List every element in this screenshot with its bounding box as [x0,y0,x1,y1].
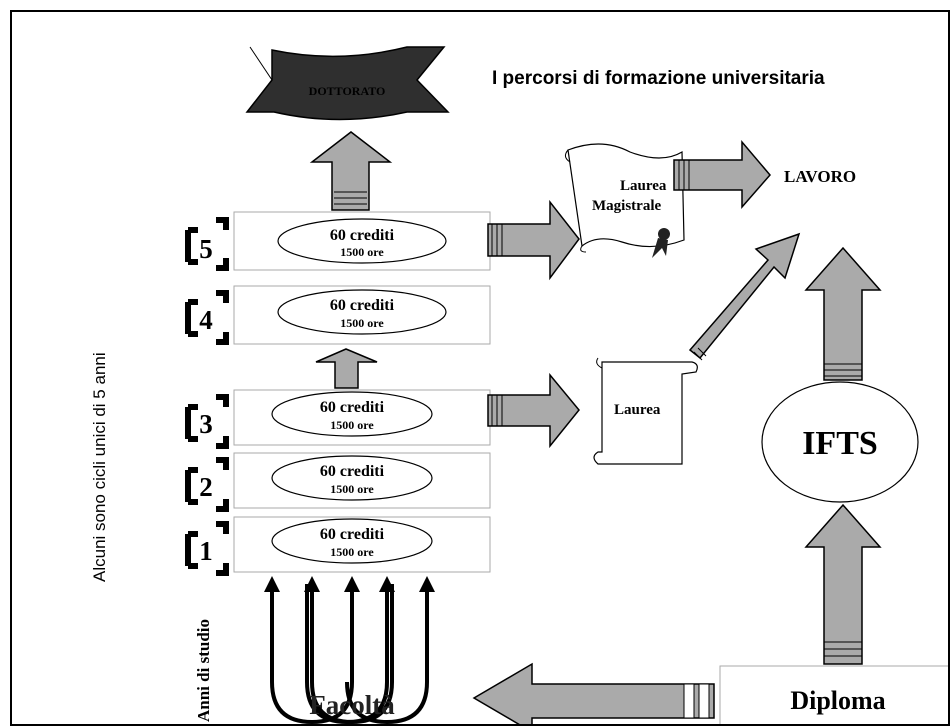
year-2-credits: 60 crediti [320,463,385,480]
arrow-year3-to-year4 [315,348,378,389]
diagram-title: I percorsi di formazione universitaria [492,68,825,89]
laurea-scroll: Laurea [593,357,698,465]
year-3-credits: 60 crediti [320,399,385,416]
year-4-label: 4 [199,305,213,335]
year-2-hours: 1500 ore [330,482,374,496]
arrow-diploma-to-faculty [472,662,715,724]
diploma-box: Diploma [719,665,948,724]
arrow-to-laurea [487,372,580,449]
year-number-3: 3 [185,394,229,449]
year-box-4: 60 crediti 1500 ore [233,285,491,345]
faculty-label: Facoltà [309,690,395,720]
diploma-label: Diploma [790,686,885,715]
year-number-4: 4 [185,290,229,345]
year-5-credits: 60 crediti [330,227,395,244]
year-number-1: 1 [185,521,229,576]
laurea-label: Laurea [614,402,661,418]
year-3-label: 3 [199,409,213,439]
year-1-hours: 1500 ore [330,545,374,559]
ifts-node: IFTS [761,381,919,503]
laurea-magistrale-scroll: Laurea Magistrale [564,143,685,258]
laurea-magistrale-line1: Laurea [620,178,667,194]
year-1-label: 1 [199,536,213,566]
year-1-credits: 60 crediti [320,526,385,543]
year-number-2: 2 [185,457,229,512]
year-2-label: 2 [199,472,213,502]
years-label: Anni di studio [194,619,213,722]
ifts-label: IFTS [802,425,878,462]
year-3-hours: 1500 ore [330,418,374,432]
year-5-hours: 1500 ore [340,245,384,259]
year-4-credits: 60 crediti [330,297,395,314]
faculty-arrows [264,576,435,724]
work-label: LAVORO [784,167,856,186]
year-number-5: 5 [185,217,229,271]
arrow-to-laurea-magistrale [487,199,580,281]
arrow-to-doctorate [309,131,393,211]
arrow-ifts-to-work [804,246,882,381]
year-box-1: 60 crediti 1500 ore [233,516,491,573]
year-box-3: 60 crediti 1500 ore [233,389,491,446]
seal-ribbon-icon [652,228,670,258]
arrow-laurea-to-work [688,232,801,361]
education-path-diagram: I percorsi di formazione universitaria A… [90,46,948,724]
diagram-frame: I percorsi di formazione universitaria A… [10,10,950,726]
laurea-magistrale-line2: Magistrale [592,198,661,214]
arrow-to-work [673,139,771,209]
year-box-2: 60 crediti 1500 ore [233,452,491,509]
side-note: Alcuni sono cicli unici di 5 anni [90,352,109,582]
arrow-diploma-to-ifts [804,503,882,665]
year-box-5: 60 crediti 1500 ore [233,211,491,271]
doctorate-banner: DOTTORATO [245,46,450,121]
year-5-label: 5 [199,234,213,264]
year-4-hours: 1500 ore [340,316,384,330]
doctorate-label: DOTTORATO [309,84,386,98]
